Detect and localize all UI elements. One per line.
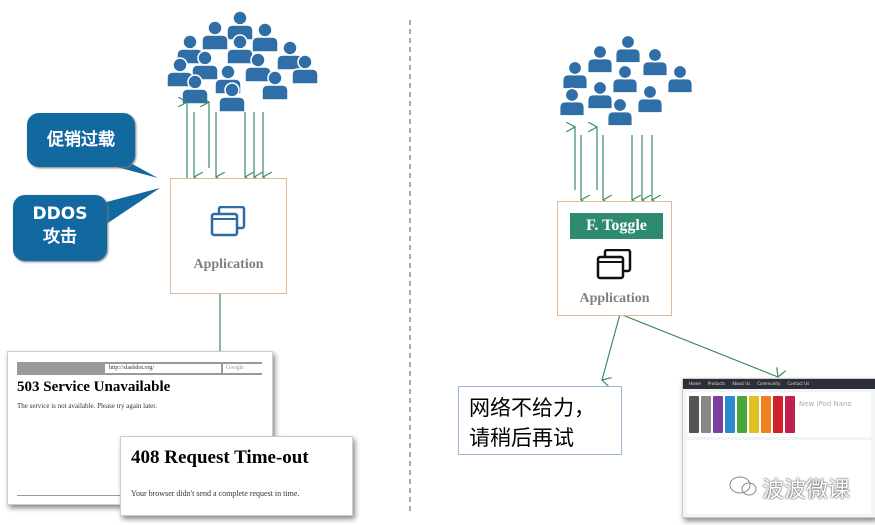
person-head [612, 97, 628, 113]
store-website-screenshot: Home Products About Us Community Contact… [682, 378, 875, 518]
ipod-image [701, 396, 711, 433]
wechat-icon [728, 475, 757, 496]
person-icon [218, 96, 246, 113]
person-head [250, 52, 266, 68]
nav-item[interactable]: Home [689, 381, 701, 386]
browser-toolbar: http://slashdot.org/ Google [17, 362, 264, 375]
person-head [564, 87, 580, 103]
application-windows-icon [210, 206, 246, 237]
person-icon [641, 60, 669, 77]
person-icon [586, 57, 614, 74]
store-content [687, 440, 871, 514]
person-head [672, 64, 688, 80]
callout-promo-overload: 促销过载 [27, 113, 135, 167]
person-head [620, 34, 636, 50]
application-box-left: Application [170, 178, 287, 294]
callout-ddos-line1: DDOS [32, 204, 88, 224]
callout-ddos-attack: DDOS 攻击 [13, 195, 107, 261]
person-head [187, 74, 203, 90]
person-icon [201, 34, 229, 51]
error-503-message: The service is not available. Please try… [17, 402, 157, 410]
person-head [207, 20, 223, 36]
feature-toggle-label: F. Toggle [570, 213, 663, 239]
person-head [617, 64, 633, 80]
ipod-image [785, 396, 795, 433]
store-nav-bar: Home Products About Us Community Contact… [683, 379, 875, 389]
flow-arrow [602, 313, 621, 380]
watermark-text: 波波微课 [762, 478, 851, 503]
ipod-image [713, 396, 723, 433]
error-503-title: 503 Service Unavailable [17, 379, 171, 395]
person-head [182, 34, 198, 50]
message-line1: 网络不给力， [469, 396, 595, 420]
application-label: Application [193, 257, 264, 272]
person-head [592, 80, 608, 96]
person-head [224, 82, 240, 98]
person-head [232, 34, 248, 50]
person-head [642, 84, 658, 100]
person-icon [226, 48, 254, 65]
ipod-image [725, 396, 735, 433]
person-icon [614, 47, 642, 64]
nav-item[interactable]: About Us [732, 381, 751, 386]
person-head [220, 64, 236, 80]
user-crowd-icon [558, 34, 694, 127]
search-box[interactable]: Google [223, 364, 264, 373]
person-head [232, 10, 248, 26]
nav-item[interactable]: Products [707, 381, 726, 386]
ipod-image [761, 396, 771, 433]
person-icon [181, 88, 209, 105]
person-head [257, 22, 273, 38]
person-icon [558, 100, 586, 117]
address-bar[interactable]: http://slashdot.org/ [105, 364, 221, 373]
person-head [172, 57, 188, 73]
person-icon [666, 77, 694, 94]
ipod-image [689, 396, 699, 433]
error-408-message: Your browser didn't send a complete requ… [131, 489, 300, 498]
person-icon [636, 97, 664, 114]
ipod-image [749, 396, 759, 433]
nav-item[interactable]: Community [757, 381, 781, 386]
person-icon [291, 68, 319, 85]
error-408-title: 408 Request Time-out [131, 447, 309, 468]
degraded-message-box: 网络不给力， 请稍后再试 [458, 386, 622, 455]
person-icon [251, 36, 279, 53]
callout-tail [95, 188, 160, 225]
person-icon [261, 84, 289, 101]
person-icon [611, 77, 639, 94]
person-icon [244, 66, 272, 83]
person-head [267, 70, 283, 86]
hero-title: New iPod Nano [799, 400, 852, 408]
person-icon [586, 93, 614, 110]
application-box-right: F. Toggle Application [557, 201, 672, 316]
application-label: Application [579, 291, 650, 306]
person-icon [561, 73, 589, 90]
person-icon [606, 110, 634, 127]
person-head [197, 50, 213, 66]
application-windows-icon [596, 249, 632, 280]
ipod-image [773, 396, 783, 433]
person-head [647, 47, 663, 63]
user-crowd-icon [166, 10, 319, 113]
person-head [282, 40, 298, 56]
nav-item[interactable]: Contact Us [787, 381, 810, 386]
flow-arrow [619, 313, 778, 377]
person-head [297, 54, 313, 70]
person-icon [226, 24, 254, 41]
store-hero: New iPod Nano [687, 392, 871, 437]
error-408-window: 408 Request Time-out Your browser didn't… [120, 436, 353, 516]
message-line2: 请稍后再试 [469, 426, 574, 450]
wechat-watermark: 波波微课 [728, 472, 868, 503]
person-head [592, 44, 608, 60]
person-head [567, 60, 583, 76]
ipod-images [689, 396, 795, 433]
callout-ddos-line2: 攻击 [43, 227, 77, 247]
ipod-image [737, 396, 747, 433]
